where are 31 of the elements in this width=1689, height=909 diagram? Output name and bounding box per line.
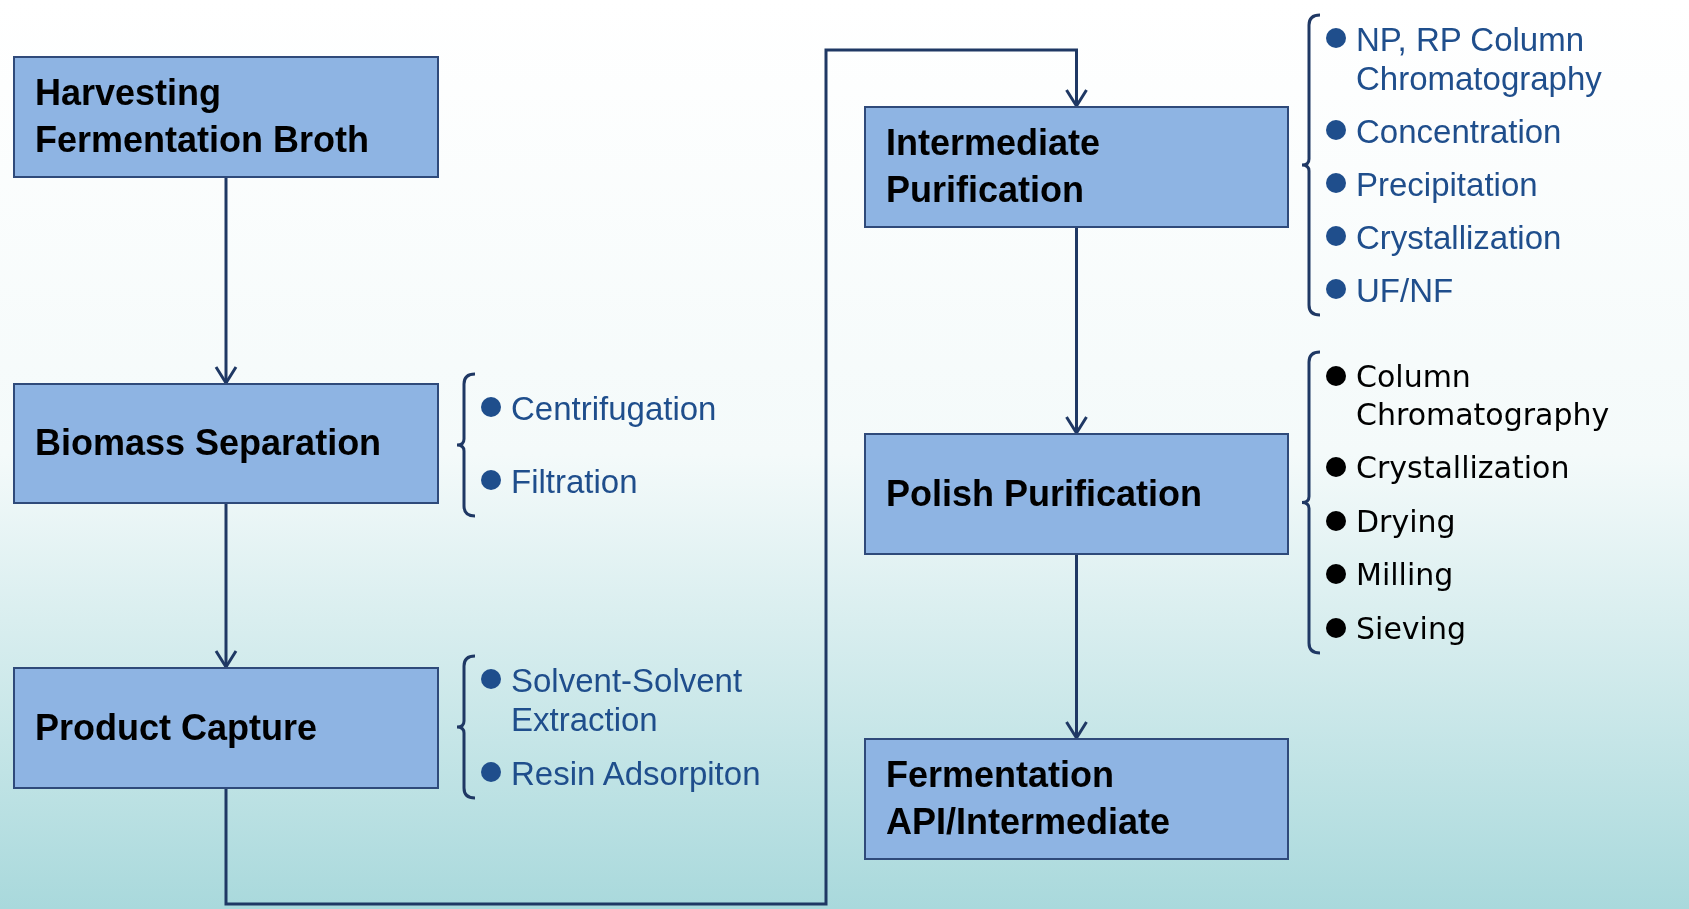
arrow (214, 504, 238, 669)
arrow (224, 48, 1088, 906)
method-item: NP, RP Column Chromatography (1356, 19, 1603, 99)
arrow (1065, 228, 1088, 435)
method-item: Milling (1356, 556, 1454, 594)
method-item: Concentration (1356, 112, 1562, 152)
process-box (13, 667, 439, 789)
step-label: Fermentation API/Intermediate (886, 753, 1172, 844)
method-item: Drying (1356, 502, 1456, 540)
method-item: UF/NF (1356, 270, 1454, 311)
method-item: Filtration (511, 461, 638, 502)
arrow (214, 178, 238, 385)
process-box (864, 433, 1289, 555)
method-item: Crystallization (1356, 449, 1570, 487)
process-box (864, 106, 1289, 228)
step-label: Harvesting Fermentation Broth (35, 71, 370, 162)
process-box (13, 383, 439, 504)
step-label: Biomass Separation (35, 421, 383, 466)
process-box (864, 738, 1289, 860)
method-item: Resin Adsorpiton (511, 753, 761, 794)
method-item: Sieving (1356, 609, 1466, 647)
method-item: Column Chromatography (1356, 358, 1611, 433)
step-label: Intermediate Purification (886, 121, 1102, 212)
method-item: Precipitation (1356, 165, 1538, 205)
method-item: Crystallization (1356, 217, 1562, 258)
step-label: Product Capture (35, 705, 319, 750)
arrow (1065, 555, 1088, 740)
step-label: Polish Purification (886, 471, 1204, 516)
method-item: Solvent-Solvent Extraction (511, 660, 744, 740)
method-item: Centrifugation (511, 388, 717, 429)
process-box (13, 56, 439, 178)
